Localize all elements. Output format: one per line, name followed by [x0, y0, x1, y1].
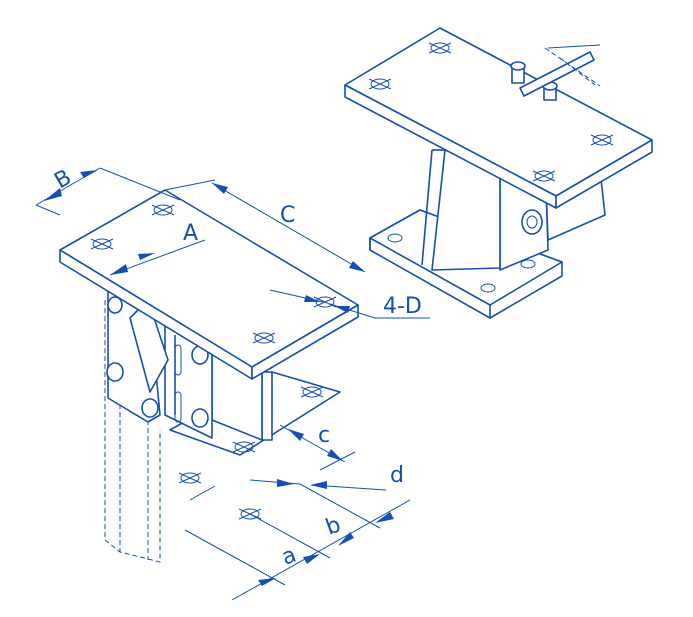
right-bracket-assembly — [344, 27, 653, 319]
dimension-lines — [35, 167, 430, 601]
label-B: B — [50, 165, 76, 194]
label-d: d — [390, 463, 404, 488]
label-b: b — [322, 512, 344, 540]
left-bracket-assembly — [59, 189, 359, 563]
label-c: c — [318, 423, 330, 448]
label-A: A — [183, 221, 198, 246]
label-a: a — [278, 543, 299, 571]
label-4-D: 4-D — [383, 294, 422, 319]
label-C: C — [280, 203, 295, 228]
